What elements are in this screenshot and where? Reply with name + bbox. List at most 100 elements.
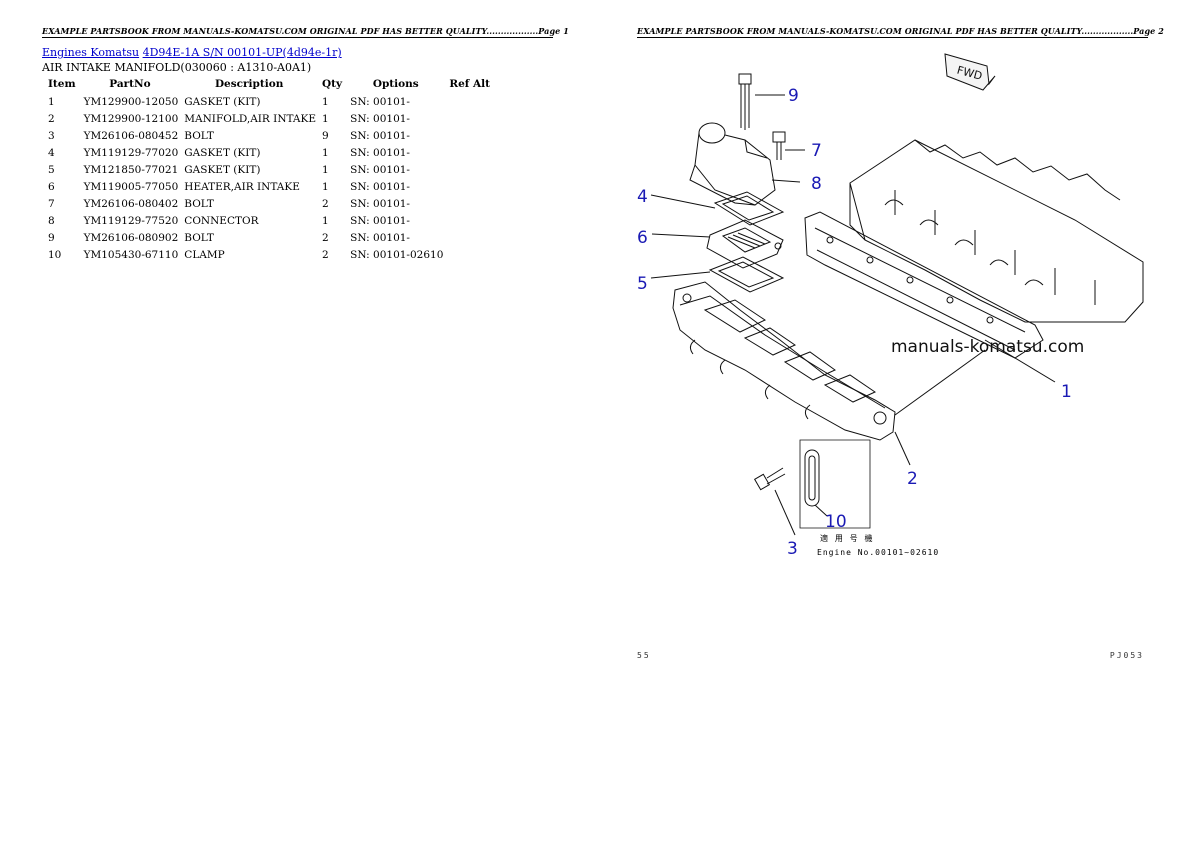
cell-item: 5 bbox=[48, 163, 55, 176]
col-qty-header: Qty bbox=[322, 78, 343, 90]
gasket-5-outline bbox=[708, 256, 785, 293]
cell-partno: YM26106-080452 bbox=[83, 129, 179, 142]
cell-item: 7 bbox=[48, 197, 55, 210]
cell-refalt bbox=[445, 127, 494, 144]
cell-options: SN: 00101- bbox=[350, 214, 410, 227]
cylinder-head-outline bbox=[849, 139, 1144, 323]
callout-7: 7 bbox=[811, 141, 822, 161]
callout-9: 9 bbox=[788, 86, 799, 106]
callout-4: 4 bbox=[637, 187, 648, 207]
breadcrumb-link-engines[interactable]: Engines Komatsu bbox=[42, 46, 140, 59]
cell-refalt bbox=[445, 212, 494, 229]
cell-item: 4 bbox=[48, 146, 55, 159]
gasket-4-outline bbox=[713, 191, 785, 226]
section-title: AIR INTAKE MANIFOLD(030060 : A1310-A0A1) bbox=[42, 61, 312, 74]
cell-partno: YM129900-12100 bbox=[83, 112, 179, 125]
intake-manifold-outline bbox=[672, 281, 896, 441]
callout-10: 10 bbox=[825, 512, 847, 532]
callout-5: 5 bbox=[637, 274, 648, 294]
fwd-arrow-icon: FWD bbox=[944, 53, 996, 91]
table-row: 1 YM129900-12050 GASKET (KIT) 1 SN: 00101- bbox=[44, 93, 494, 110]
head-gasket-outline bbox=[804, 211, 1044, 359]
cell-options: SN: 00101- bbox=[350, 129, 410, 142]
cell-options: SN: 00101- bbox=[350, 231, 410, 244]
bolt-9-icon bbox=[738, 73, 752, 130]
watermark-text: manuals-komatsu.com bbox=[891, 337, 1084, 357]
bolt-7-icon bbox=[772, 131, 786, 160]
cell-item: 10 bbox=[48, 248, 62, 261]
breadcrumb: Engines Komatsu 4D94E-1A S/N 00101-UP(4d… bbox=[42, 46, 342, 59]
exploded-parts-diagram: FWD bbox=[637, 53, 1144, 559]
cell-item: 3 bbox=[48, 129, 55, 142]
table-header-row: Item PartNo Description Qty Options Ref … bbox=[44, 76, 494, 93]
cell-partno: YM105430-67110 bbox=[83, 248, 179, 261]
col-item-header: Item bbox=[48, 78, 76, 90]
cell-options: SN: 00101- bbox=[350, 146, 410, 159]
callout-2: 2 bbox=[907, 469, 918, 489]
cell-partno: YM26106-080902 bbox=[83, 231, 179, 244]
cell-options: SN: 00101-02610 bbox=[350, 248, 444, 261]
cell-description: CLAMP bbox=[184, 248, 225, 261]
cell-item: 9 bbox=[48, 231, 55, 244]
cell-item: 1 bbox=[48, 95, 55, 108]
cell-partno: YM119129-77020 bbox=[83, 146, 179, 159]
clamp-icon bbox=[799, 439, 871, 529]
breadcrumb-link-model[interactable]: 4D94E-1A S/N 00101-UP(4d94e-1r) bbox=[142, 46, 342, 59]
col-options-header: Options bbox=[372, 78, 419, 90]
footer-page-number: 55 bbox=[637, 651, 651, 660]
footer-drawing-code: PJ053 bbox=[1109, 651, 1144, 660]
table-row: 3 YM26106-080452 BOLT 9 SN: 00101- bbox=[44, 127, 494, 144]
cell-description: HEATER,AIR INTAKE bbox=[184, 180, 300, 193]
cell-partno: YM121850-77021 bbox=[83, 163, 179, 176]
cell-description: GASKET (KIT) bbox=[184, 163, 261, 176]
col-partno-header: PartNo bbox=[109, 78, 151, 90]
cell-qty: 2 bbox=[322, 248, 329, 261]
col-refalt-header: Ref Alt bbox=[449, 78, 490, 90]
cell-refalt bbox=[445, 246, 494, 263]
cell-qty: 9 bbox=[322, 129, 329, 142]
callout-6: 6 bbox=[637, 228, 648, 248]
cell-qty: 2 bbox=[322, 231, 329, 244]
table-row: 5 YM121850-77021 GASKET (KIT) 1 SN: 00101- bbox=[44, 161, 494, 178]
cell-options: SN: 00101- bbox=[350, 197, 410, 210]
cell-qty: 1 bbox=[322, 180, 329, 193]
cell-options: SN: 00101- bbox=[350, 95, 410, 108]
page-2: EXAMPLE PARTSBOOK FROM MANUALS-KOMATSU.C… bbox=[595, 0, 1190, 842]
cell-description: MANIFOLD,AIR INTAKE bbox=[184, 112, 317, 125]
cell-qty: 2 bbox=[322, 197, 329, 210]
cell-item: 8 bbox=[48, 214, 55, 227]
cell-qty: 1 bbox=[322, 95, 329, 108]
cell-options: SN: 00101- bbox=[350, 112, 410, 125]
table-row: 9 YM26106-080902 BOLT 2 SN: 00101- bbox=[44, 229, 494, 246]
cell-item: 2 bbox=[48, 112, 55, 125]
table-row: 2 YM129900-12100 MANIFOLD,AIR INTAKE 1 SN: 0… bbox=[44, 110, 494, 127]
cell-refalt bbox=[445, 144, 494, 161]
cell-qty: 1 bbox=[322, 112, 329, 125]
cell-refalt bbox=[445, 195, 494, 212]
cell-qty: 1 bbox=[322, 163, 329, 176]
cell-description: CONNECTOR bbox=[184, 214, 259, 227]
callout-1: 1 bbox=[1061, 382, 1072, 402]
table-row: 10 YM105430-67110 CLAMP 2 SN: 00101-02610 bbox=[44, 246, 494, 263]
cell-item: 6 bbox=[48, 180, 55, 193]
page-1: EXAMPLE PARTSBOOK FROM MANUALS-KOMATSU.C… bbox=[42, 26, 569, 263]
applicability-label: 適 用 号 機 bbox=[820, 533, 873, 543]
bolt-3-icon bbox=[753, 467, 786, 491]
cell-options: SN: 00101- bbox=[350, 180, 410, 193]
page-header: EXAMPLE PARTSBOOK FROM MANUALS-KOMATSU.C… bbox=[42, 26, 569, 38]
cell-options: SN: 00101- bbox=[350, 163, 410, 176]
cell-refalt bbox=[445, 93, 494, 110]
cell-description: GASKET (KIT) bbox=[184, 146, 261, 159]
parts-table: Item PartNo Description Qty Options Ref … bbox=[44, 76, 494, 263]
cell-partno: YM129900-12050 bbox=[83, 95, 179, 108]
cell-description: GASKET (KIT) bbox=[184, 95, 261, 108]
intake-heater-outline bbox=[706, 219, 784, 269]
cell-description: BOLT bbox=[184, 231, 214, 244]
engine-number-range: Engine No.00101~02610 bbox=[817, 548, 939, 557]
cell-description: BOLT bbox=[184, 129, 214, 142]
cell-qty: 1 bbox=[322, 214, 329, 227]
